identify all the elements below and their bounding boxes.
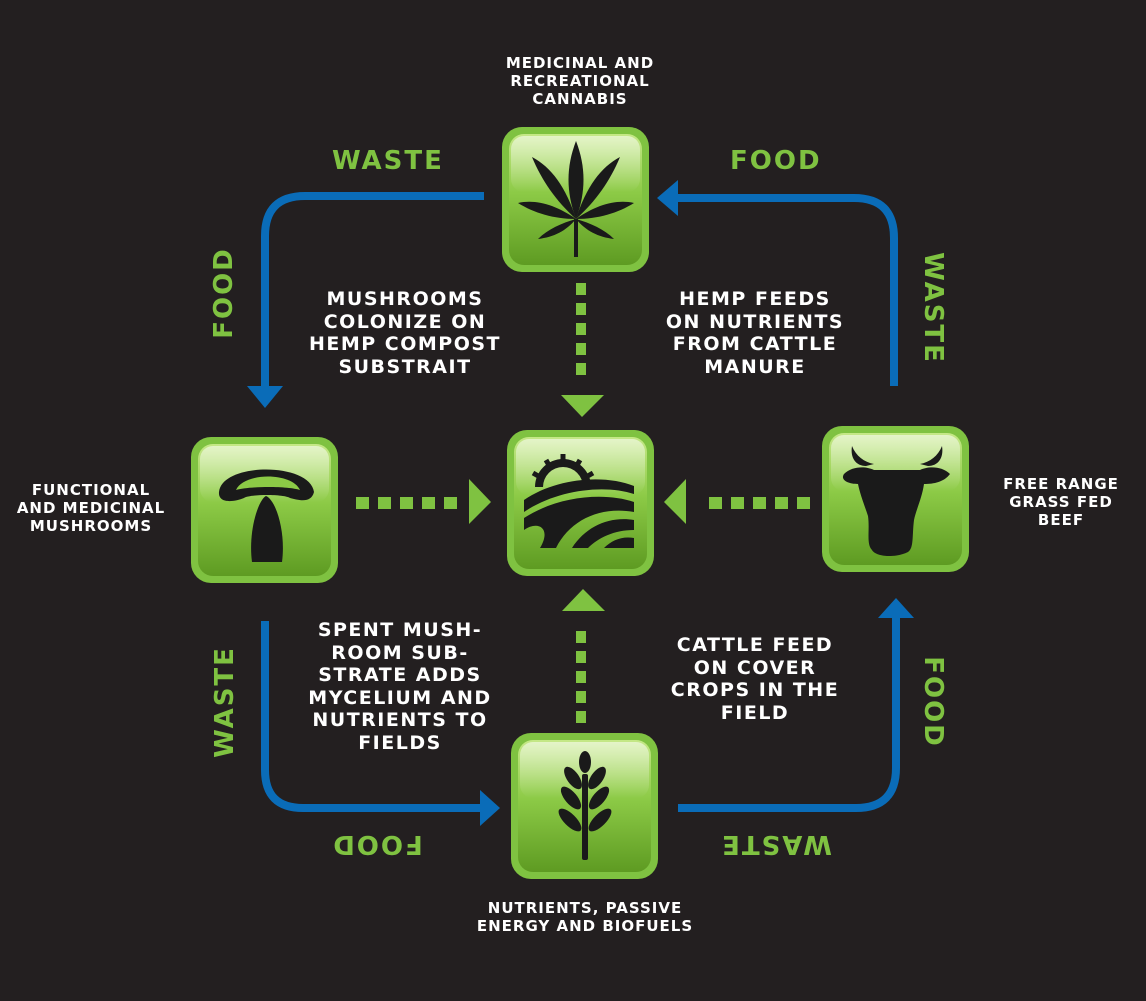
arrowhead-up-right (878, 598, 914, 618)
wheat-icon (558, 751, 612, 860)
label-waste-bottom-right: WASTE (720, 829, 832, 859)
arrow-cannabis-to-mushrooms (261, 192, 484, 388)
arrow-nutrients-to-beef (678, 618, 900, 812)
dotted-arrow-right (664, 479, 810, 524)
caption-mushrooms: FUNCTIONAL AND MEDICINAL MUSHROOMS (16, 481, 166, 535)
caption-cannabis: MEDICINAL AND RECREATIONAL CANNABIS (505, 54, 655, 108)
arrowhead-right-bottom (480, 790, 500, 826)
label-food-right-lower: FOOD (918, 656, 948, 748)
tile-mushrooms (191, 437, 338, 583)
cow-icon (842, 446, 950, 556)
dotted-arrows (356, 283, 810, 723)
label-food-top-right: FOOD (730, 146, 822, 176)
caption-beef: FREE RANGE GRASS FED BEEF (1003, 475, 1119, 529)
mushroom-icon (218, 469, 314, 562)
dotted-arrow-left (356, 479, 491, 524)
dotted-arrow-bottom (562, 589, 605, 723)
description-cattle-feed: CATTLE FEED ON COVER CROPS IN THE FIELD (670, 634, 840, 724)
arrow-mushrooms-to-nutrients (261, 621, 484, 812)
description-mushrooms-colonize: MUSHROOMS COLONIZE ON HEMP COMPOST SUBST… (308, 288, 502, 378)
tile-cannabis (502, 127, 649, 272)
label-waste-top-left: WASTE (332, 146, 444, 176)
tile-nutrients (511, 733, 658, 879)
arrowhead-left-top (657, 180, 678, 216)
description-hemp-feeds: HEMP FEEDS ON NUTRIENTS FROM CATTLE MANU… (665, 288, 845, 378)
flow-arrows (261, 192, 900, 812)
label-waste-left-lower: WASTE (210, 646, 240, 758)
label-food-left-upper: FOOD (209, 247, 239, 339)
sun-field-icon (524, 454, 634, 548)
dotted-arrow-top (561, 283, 604, 417)
tile-field (507, 430, 654, 576)
label-waste-right-upper: WASTE (918, 252, 948, 364)
arrow-beef-to-cannabis (676, 194, 898, 386)
caption-nutrients: NUTRIENTS, PASSIVE ENERGY AND BIOFUELS (476, 899, 694, 935)
label-food-bottom-left: FOOD (331, 829, 423, 859)
cannabis-leaf-icon (518, 141, 634, 257)
description-spent-substrate: SPENT MUSH- ROOM SUB- STRATE ADDS MYCELI… (308, 619, 492, 754)
tile-beef (822, 426, 969, 572)
arrowhead-down-left (247, 386, 283, 408)
